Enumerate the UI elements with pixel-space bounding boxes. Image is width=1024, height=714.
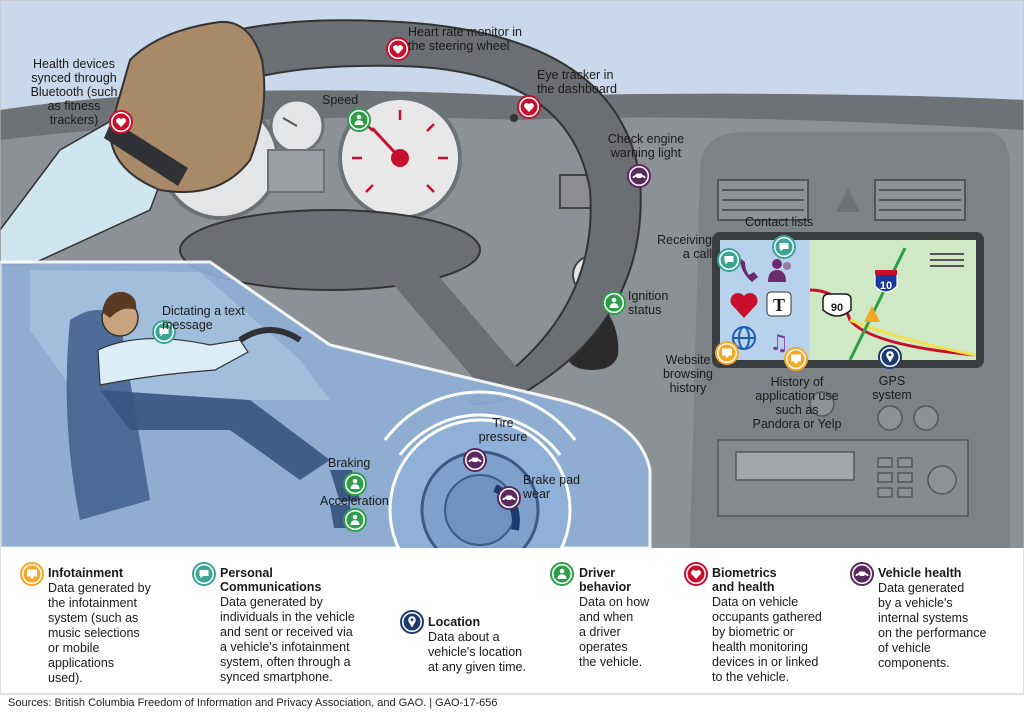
legend-title: Location (428, 615, 481, 629)
gps-pin-icon (878, 345, 902, 369)
ignition-person-icon (602, 291, 626, 315)
braking-person-icon (343, 472, 367, 496)
speed-person-icon (347, 108, 371, 132)
callout-brake-pad: Brake pad wear (523, 473, 580, 501)
legend-description: Data on how and when a driver operates t… (579, 595, 650, 669)
brake-pad-car-icon (497, 486, 521, 510)
contacts-app-icon (768, 259, 791, 282)
callout-check-engine: Check engine warning light (607, 132, 685, 160)
legend-heart-icon (684, 562, 708, 586)
callout-speed: Speed (322, 93, 359, 107)
eye-tracker-heart-icon (517, 95, 541, 119)
callout-braking: Braking (328, 456, 371, 470)
legend-monitor-icon (20, 562, 44, 586)
legend-description: Data on vehicle occupants gathered by bi… (712, 595, 822, 684)
interstate-sign: 10 (874, 270, 898, 293)
callout-website: Website browsing history (662, 353, 714, 395)
music-app-icon: ♫ (769, 331, 789, 356)
callout-eye-tracker: Eye tracker in the dashboard (537, 68, 617, 96)
legend-item-vehicle-health: Vehicle health Data generated by a vehic… (878, 566, 1018, 671)
app-history-monitor-icon (784, 347, 808, 371)
legend-title: Driver behavior (579, 566, 632, 594)
callout-heart-rate: Heart rate monitor in the steering wheel (408, 25, 522, 53)
legend-speech-bubble-icon (192, 562, 216, 586)
legend-description: Data generated by a vehicle's internal s… (878, 581, 987, 670)
legend-item-biometrics: Biometrics and health Data on vehicle oc… (712, 566, 842, 685)
legend-description: Data generated by the infotainment syste… (48, 581, 151, 685)
legend-item-location: Location Data about a vehicle's location… (428, 615, 548, 675)
legend-map-pin-icon (400, 610, 424, 634)
text-app-icon: T (766, 291, 792, 317)
legend-item-infotainment: Infotainment Data generated by the infot… (48, 566, 188, 686)
svg-text:T: T (773, 295, 785, 315)
us-route-number: 90 (831, 302, 843, 314)
phone-app-icon (740, 258, 758, 282)
contact-lists-bubble-icon (772, 235, 796, 259)
air-vents (717, 179, 966, 221)
callout-gps: GPS system (872, 374, 912, 402)
console-controls (717, 391, 969, 517)
infotainment-screen: T ♫ 90 10 (712, 232, 984, 368)
legend-description: Data generated by individuals in the veh… (220, 595, 355, 684)
legend-item-driver-behavior: Driver behavior Data on how and when a d… (579, 566, 679, 670)
us-route-sign: 90 (822, 293, 852, 317)
callout-dictating: Dictating a text message (162, 304, 245, 332)
driver-hand (0, 20, 266, 266)
legend-item-personal-communications: Personal Communications Data generated b… (220, 566, 390, 685)
check-engine-car-icon (627, 164, 651, 188)
legend-person-icon (550, 562, 574, 586)
callout-ignition: Ignition status (628, 289, 669, 317)
legend-car-icon (850, 562, 874, 586)
receiving-call-bubble-icon (717, 248, 741, 272)
legend-title: Infotainment (48, 566, 123, 580)
legend-description: Data about a vehicle's location at any g… (428, 630, 526, 674)
legend-title: Biometrics and health (712, 566, 777, 594)
driver-figure (66, 291, 330, 520)
legend-title: Vehicle health (878, 566, 962, 580)
tire-pressure-car-icon (463, 448, 487, 472)
source-note: Sources: British Columbia Freedom of Inf… (8, 697, 498, 709)
browser-app-icon (732, 326, 756, 350)
legend-title: Personal Communications (220, 566, 322, 594)
callout-tire-pressure: Tire pressure (478, 416, 528, 444)
health-app-icon (730, 293, 758, 318)
acceleration-person-icon (343, 508, 367, 532)
steering-heart-icon (386, 37, 410, 61)
callout-contact-lists: Contact lists (745, 215, 814, 229)
callout-health-devices: Health devices synced through Bluetooth … (30, 57, 118, 127)
callout-receiving-call: Receiving a call (657, 233, 712, 261)
hazard-button (836, 188, 860, 212)
interstate-number: 10 (880, 280, 892, 292)
callout-history-apps: History of application use such as Pando… (752, 375, 842, 431)
callout-acceleration: Acceleration (320, 494, 389, 508)
